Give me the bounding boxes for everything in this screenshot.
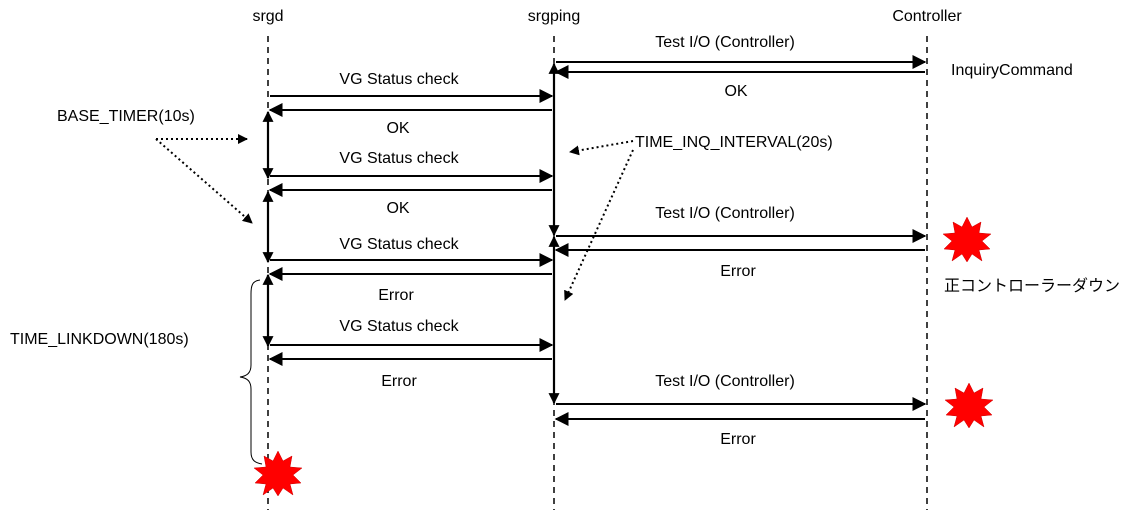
label-vg-check-3: VG Status check: [339, 236, 459, 253]
label-time-inq-interval: TIME_INQ_INTERVAL(20s): [635, 134, 833, 151]
label-time-linkdown: TIME_LINKDOWN(180s): [10, 331, 189, 348]
label-vg-check-2: VG Status check: [339, 150, 459, 167]
burst-icon: [944, 382, 994, 429]
label-test-io-2: Test I/O (Controller): [655, 205, 795, 222]
label-error-2: Error: [381, 373, 417, 390]
label-vg-check-1: VG Status check: [339, 71, 459, 88]
label-ok-1: OK: [386, 120, 409, 137]
label-error-1: Error: [378, 287, 414, 304]
label-error-ctrl-2: Error: [720, 431, 756, 448]
linkdown-brace: [239, 279, 263, 465]
label-controller-down: 正コントローラーダウン: [944, 277, 1120, 295]
label-ok-2: OK: [386, 200, 409, 217]
label-test-io-1: Test I/O (Controller): [655, 34, 795, 51]
label-vg-check-4: VG Status check: [339, 318, 459, 335]
burst-icon: [942, 216, 992, 263]
pointer-inq-interval-1: [569, 140, 634, 156]
participant-srgping: srgping: [528, 8, 580, 25]
participant-srgd: srgd: [252, 8, 283, 25]
label-ok-ctrl: OK: [724, 83, 747, 100]
label-error-ctrl-1: Error: [720, 263, 756, 280]
pointer-base-timer-2: [155, 138, 253, 224]
label-inquiry-command: InquiryCommand: [951, 62, 1073, 79]
participant-controller: Controller: [892, 8, 962, 25]
label-test-io-3: Test I/O (Controller): [655, 373, 795, 390]
burst-icon: [253, 450, 303, 497]
label-base-timer: BASE_TIMER(10s): [57, 108, 195, 125]
pointer-inq-interval-2: [564, 149, 634, 301]
